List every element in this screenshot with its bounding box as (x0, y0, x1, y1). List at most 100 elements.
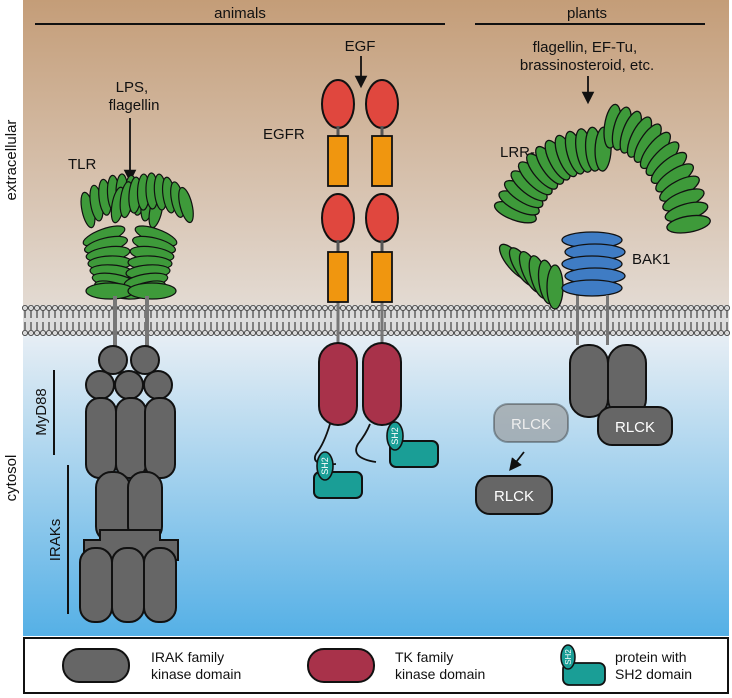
lipid-head (682, 329, 689, 336)
lipid-head (664, 304, 671, 311)
egf-label: EGF (345, 38, 376, 55)
lipid-head (46, 329, 53, 336)
lipid-head (213, 329, 220, 336)
lipid-head (676, 304, 683, 311)
lipid-head (219, 304, 226, 311)
legend-tk-swatch (307, 648, 375, 683)
lipid-head (297, 329, 304, 336)
lipid-head (100, 304, 107, 311)
lipid-head (135, 304, 142, 311)
lipid-head (640, 329, 647, 336)
lipid-head (213, 304, 220, 311)
myd88-body (144, 397, 176, 479)
lipid-head (471, 329, 478, 336)
lipid-head (393, 329, 400, 336)
lipid-head (622, 304, 629, 311)
lipid-head (249, 329, 256, 336)
lipid-head (447, 304, 454, 311)
egfr-ligand-binding-domain (321, 193, 355, 243)
lipid-head (520, 304, 527, 311)
lipid-head (153, 329, 160, 336)
lipid-head (489, 329, 496, 336)
lipid-head (634, 329, 641, 336)
lipid-head (568, 304, 575, 311)
myd88-death-domain (85, 370, 115, 400)
lipid-head (189, 304, 196, 311)
lipid-head (694, 329, 701, 336)
sh2-linker (355, 423, 377, 463)
lipid-head (315, 329, 322, 336)
lipid-head (82, 329, 89, 336)
lipid-head (399, 329, 406, 336)
cytosol-label: cytosol (3, 455, 20, 502)
lipid-head (399, 304, 406, 311)
lipid-head (682, 304, 689, 311)
lipid-head (507, 304, 514, 311)
lipid-head (261, 329, 268, 336)
lrr-ligand-label: flagellin, EF-Tu, brassinosteroid, etc. (520, 39, 654, 74)
tlr-ligand-line2: flagellin (109, 97, 160, 114)
tlr-label: TLR (68, 156, 97, 173)
lipid-head (417, 304, 424, 311)
tlr-repeat (178, 186, 194, 224)
sh2-protein (389, 440, 439, 468)
egfr-cysteine-rich-domain (327, 135, 349, 187)
lipid-head (447, 329, 454, 336)
lrr-rk-ectodomain (493, 103, 711, 345)
lipid-head (129, 304, 136, 311)
extracellular-label: extracellular (3, 120, 20, 201)
lipid-head (207, 304, 214, 311)
lipid-head (405, 304, 412, 311)
lipid-head (556, 329, 563, 336)
lipid-head (106, 304, 113, 311)
lrr-rk-repeat (666, 214, 711, 234)
myd88-irak-complex (79, 345, 179, 623)
lipid-head (279, 329, 286, 336)
lipid-head (712, 304, 719, 311)
lipid-head (40, 304, 47, 311)
plants-label: plants (567, 5, 607, 22)
lipid-head (417, 329, 424, 336)
lipid-head (538, 329, 545, 336)
lipid-head (52, 304, 59, 311)
lipid-head (586, 329, 593, 336)
lipid-head (159, 329, 166, 336)
rlck-release-arrow (509, 451, 525, 471)
lipid-head (297, 304, 304, 311)
lipid-head (387, 304, 394, 311)
lipid-head (592, 304, 599, 311)
myd88-body (85, 397, 117, 479)
lipid-head (646, 304, 653, 311)
lipid-head (70, 304, 77, 311)
lipid-head (273, 329, 280, 336)
lipid-head (40, 329, 47, 336)
lipid-head (628, 329, 635, 336)
lipid-head (27, 329, 34, 336)
lipid-head (147, 304, 154, 311)
lipid-head (27, 304, 34, 311)
lipid-head (237, 304, 244, 311)
lipid-head (124, 304, 131, 311)
egfr-transmembrane (336, 300, 340, 345)
lipid-head (261, 304, 268, 311)
lipid-head (369, 304, 376, 311)
lipid-head (88, 304, 95, 311)
lipid-head (345, 304, 352, 311)
lipid-head (658, 329, 665, 336)
lipid-head (477, 329, 484, 336)
lipid-head (21, 304, 28, 311)
lipid-head (652, 329, 659, 336)
egfr-tk-domain (318, 342, 358, 426)
lipid-head (309, 329, 316, 336)
lipid-head (225, 304, 232, 311)
lipid-head (46, 304, 53, 311)
lipid-head (249, 304, 256, 311)
lipid-head (718, 304, 725, 311)
lipid-head (255, 304, 262, 311)
lipid-head (453, 329, 460, 336)
lipid-head (598, 304, 605, 311)
myd88-death-domain (143, 370, 173, 400)
lipid-head (321, 304, 328, 311)
lipid-head (339, 329, 346, 336)
